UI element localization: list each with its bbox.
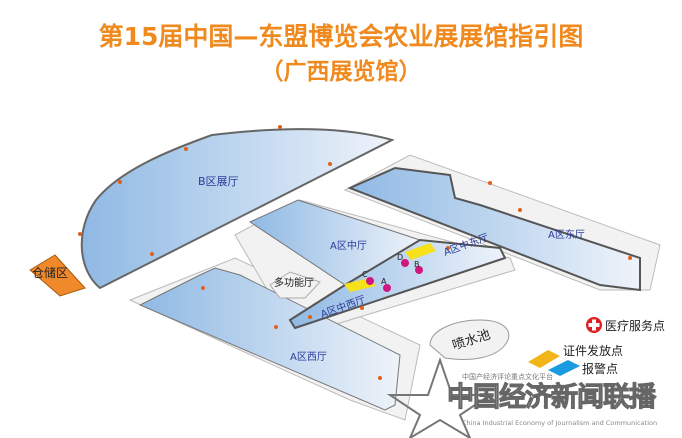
legend-certificate: 证件发放点: [563, 344, 624, 358]
multi-hall-label: 多功能厅: [274, 278, 314, 289]
a-middle-label: A区中厅: [330, 241, 367, 252]
police-legend-icon: [548, 360, 580, 376]
a-east-hall-shape[interactable]: [347, 166, 641, 292]
point-d-label: D: [397, 253, 404, 262]
point-a[interactable]: [383, 284, 391, 292]
point-b-label: B: [414, 260, 420, 269]
certificate-area[interactable]: [405, 243, 436, 260]
storage-label: 仓储区: [32, 266, 69, 280]
watermark-main: 中国经济新闻联播: [447, 382, 657, 413]
certificate-legend-icon: [528, 350, 560, 368]
point-d[interactable]: [401, 259, 409, 267]
b-hall-label: B区展厅: [198, 175, 239, 188]
page-subtitle: （广西展览馆）: [260, 59, 422, 85]
legend-medical: 医疗服务点: [605, 319, 666, 333]
page-title: 第15届中国—东盟博览会农业展展馆指引图: [98, 22, 584, 51]
watermark-en: China Industrial Economy of Journalism a…: [462, 419, 658, 427]
storage-shape[interactable]: [29, 254, 86, 297]
multi-hall-shape[interactable]: [269, 271, 321, 299]
point-c-label: C: [362, 270, 368, 279]
a-east-label: A区东厅: [548, 230, 585, 241]
point-a-label: A: [381, 277, 387, 286]
medical-icon: [586, 317, 602, 333]
point-c[interactable]: [366, 277, 374, 285]
legend-police: 报警点: [582, 362, 619, 376]
watermark-top: 中国产经济评论重点文化平台: [462, 373, 553, 381]
b-hall-shape[interactable]: [80, 128, 395, 290]
fountain-shape[interactable]: [429, 319, 510, 360]
point-b[interactable]: [415, 266, 423, 274]
a-west-label: A区西厅: [290, 352, 327, 363]
watermark-star-logo: [386, 356, 494, 438]
water-points: [78, 125, 632, 380]
